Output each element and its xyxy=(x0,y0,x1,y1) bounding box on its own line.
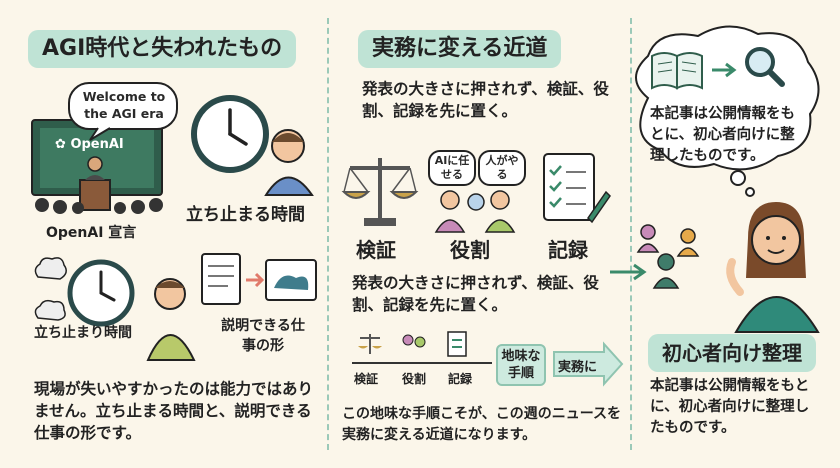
connector-arrow-icon xyxy=(610,263,647,281)
book-icon xyxy=(651,52,703,90)
flow-arrow-shape xyxy=(553,341,624,387)
openai-logo-text: OpenAI xyxy=(70,137,124,152)
right-title: 初心者向け整理 xyxy=(648,334,816,372)
clock-icon-top xyxy=(191,95,269,173)
human-bubble: 人がやる xyxy=(478,150,526,186)
stage-caption: OpenAI 宣言 xyxy=(46,225,137,241)
flow-arrow-text: 実務に xyxy=(558,360,598,375)
worry-cloud-icon xyxy=(34,257,67,280)
flow-label-role: 役割 xyxy=(402,372,427,386)
middle-intro-text: 発表の大きさに押されず、検証、役割、記録を先に置く。 xyxy=(362,80,609,120)
flow-line xyxy=(352,362,492,364)
left-body-text: 現場が失いやすかったのは能力ではありません。立ち止まる時間と、説明できる仕事の形… xyxy=(34,380,314,442)
column-divider-left xyxy=(327,18,329,450)
flow-label-record: 記録 xyxy=(448,372,473,386)
speech-bubble-shape xyxy=(68,82,178,141)
flow-mini-icons xyxy=(358,331,467,357)
middle-bottom-text: この地味な手順こそが、この週のニュースを実務に変える近道になります。 xyxy=(342,406,622,443)
icon-label-verify: 検証 xyxy=(356,238,396,262)
magnifier-icon xyxy=(745,47,785,87)
right-body-text: 本記事は公開情報をもとに、初心者向けに整理したものです。 xyxy=(650,378,810,436)
guide-woman-icon xyxy=(726,202,820,333)
middle-repeat-text: 発表の大きさに押されず、検証、役割、記録を先に置く。 xyxy=(352,274,599,314)
flow-box: 地味な手順 xyxy=(496,344,546,386)
presentation-stage-illustration xyxy=(31,119,163,214)
flow-label-verify: 検証 xyxy=(354,372,379,386)
roles-people-icon xyxy=(434,190,516,233)
scale-icon xyxy=(341,158,419,226)
openai-logo: ✿ OpenAI xyxy=(55,137,124,152)
thinking-person-icon xyxy=(264,129,314,196)
small-people-icon xyxy=(636,224,700,289)
checklist-icon xyxy=(543,153,611,224)
document-to-map-icon xyxy=(201,253,317,305)
icon-label-role: 役割 xyxy=(450,238,490,262)
clock-label-top: 立ち止まる時間 xyxy=(186,205,305,225)
arrow-right-icon xyxy=(712,62,737,78)
left-title: AGI時代と失われたもの xyxy=(28,30,297,68)
clock-label-bottom: 立ち止まり時間 xyxy=(34,325,132,341)
middle-title: 実務に変える近道 xyxy=(358,30,562,68)
thought-cloud-text: 本記事は公開情報をもとに、初心者向けに整理したものです。 xyxy=(650,106,795,164)
pondering-person-icon xyxy=(146,278,196,361)
icon-label-record: 記録 xyxy=(548,238,588,262)
column-divider-right xyxy=(630,18,632,450)
speech-bubble-text: Welcome to the AGI era xyxy=(82,89,166,121)
openai-knot-icon: ✿ xyxy=(55,137,66,152)
ai-bubble: AIに任せる xyxy=(428,150,476,186)
explain-label: 説明できる仕事の形 xyxy=(221,318,305,354)
worry-cloud-icon-2 xyxy=(34,299,66,321)
clock-icon-bottom xyxy=(67,259,135,327)
